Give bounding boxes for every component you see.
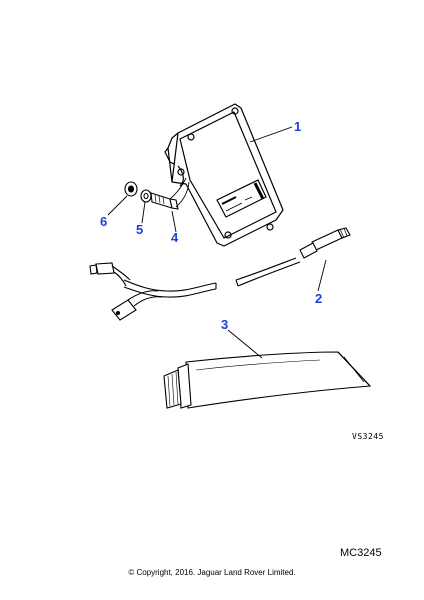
leader-lines — [107, 126, 327, 359]
sealant-tube — [163, 351, 372, 409]
control-module — [164, 103, 284, 247]
bolt — [150, 192, 173, 209]
fixing-hardware — [124, 181, 179, 210]
callout-2: 2 — [315, 291, 323, 306]
callout-4: 4 — [171, 230, 179, 245]
callout-1: 1 — [294, 119, 302, 134]
copyright-text: © Copyright, 2016. Jaguar Land Rover Lim… — [128, 568, 296, 577]
oxygen-sensor — [89, 227, 351, 321]
callout-6: 6 — [100, 214, 108, 229]
diagram-code: MC3245 — [340, 547, 382, 559]
callout-3: 3 — [221, 317, 229, 332]
callout-5: 5 — [136, 222, 144, 237]
illustration-code: VS3245 — [352, 432, 384, 441]
